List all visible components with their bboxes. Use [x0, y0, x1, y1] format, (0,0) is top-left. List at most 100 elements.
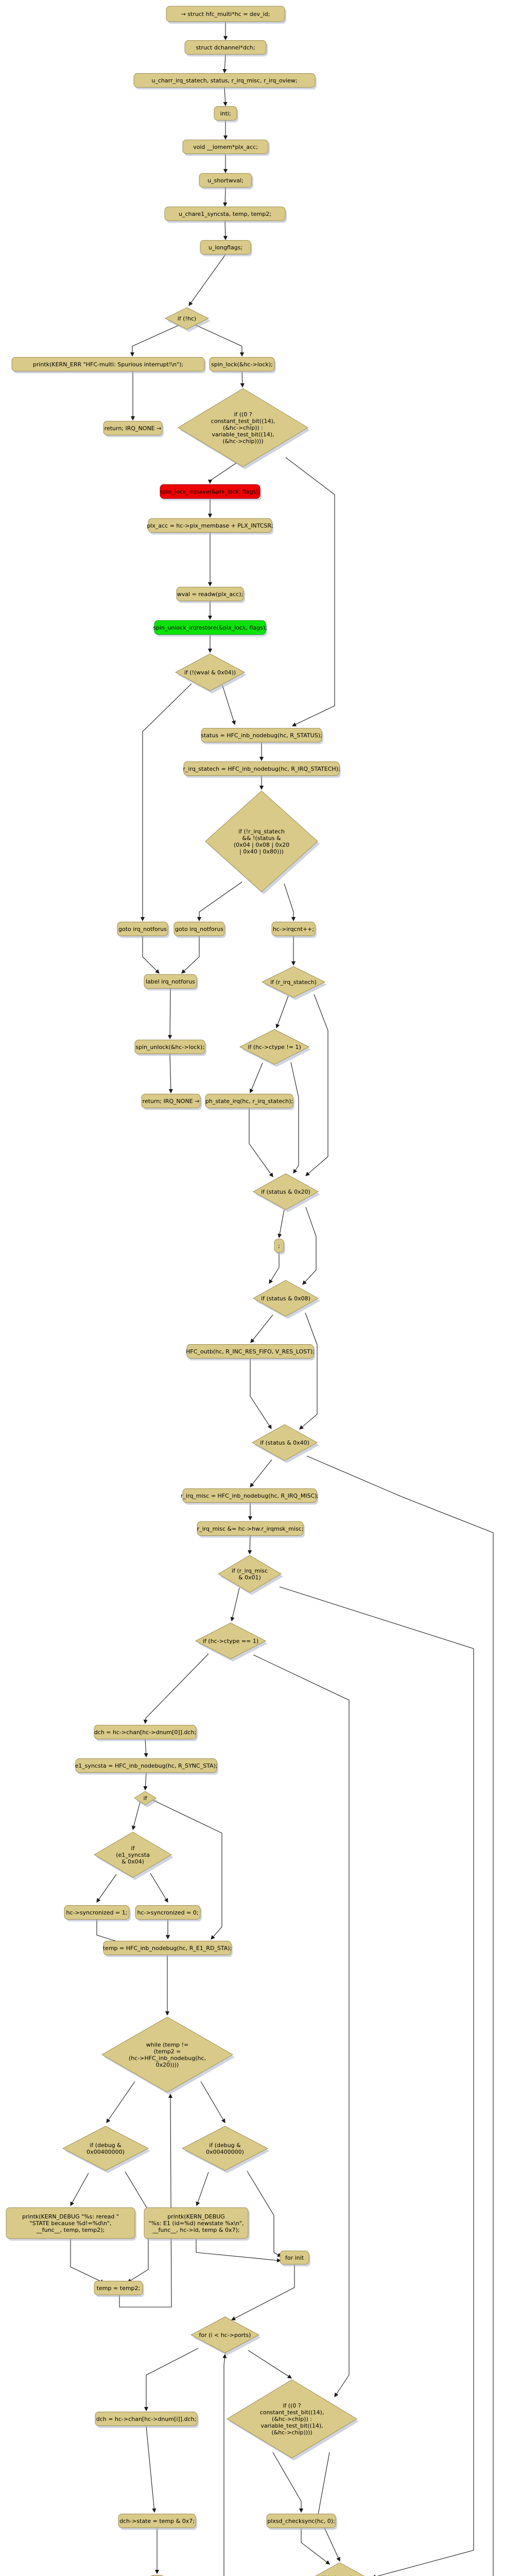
node-hfc-outb: HFC_outb(hc, R_INC_RES_FIFO, V_RES_LOST)…	[186, 1344, 315, 1361]
edge-if-status-40-if-status-80	[306, 1455, 494, 2576]
diamond-shape	[101, 2016, 234, 2093]
node-if-misc-01: if (r_irq_misc& 0x01)	[218, 1555, 283, 1595]
edge-if-e1-syncsta-sync-0	[150, 1873, 168, 1903]
diamond-shape	[178, 388, 308, 467]
diamond-shape	[251, 1424, 318, 1461]
node-label: hc->syncronized = 1;	[66, 1909, 128, 1916]
node-label: r_irq_misc = HFC_inb_nodebug(hc, R_IRQ_M…	[181, 1493, 319, 1499]
node-start: → struct hfc_multi*hc = dev_id;	[166, 6, 286, 24]
edge-if-wval-goto-notforus-1	[140, 683, 192, 922]
node-spin-unlock-1: spin_unlock(&hc->lock);	[134, 1040, 206, 1056]
box-shape	[6, 2207, 135, 2239]
node-test-bit-plxsd-2: if ((0 ?constant_test_bit((14),(&hc->chi…	[227, 2379, 359, 2461]
edge-if-debug-right-printk-newstate	[196, 2172, 209, 2207]
node-label: if	[144, 1795, 148, 1802]
node-test-bit-plxsd-1: if ((0 ?constant_test_bit((14),(&hc->chi…	[178, 388, 310, 469]
box-shape	[141, 1094, 201, 1108]
node-e1-syncsta: e1_syncsta = HFC_inb_nodebug(hc, R_SYNC_…	[75, 1758, 218, 1775]
node-sync-0: hc->syncronized = 0;	[135, 1905, 202, 1922]
box-shape	[94, 2281, 143, 2295]
node-ph-state-irq: ph_state_irq(hc, r_irq_statech);	[205, 1094, 294, 1110]
node-if-e1-syncsta: if(e1_syncsta& 0x04)	[94, 1832, 173, 1880]
box-shape	[205, 1094, 293, 1108]
box-shape	[166, 6, 285, 22]
node-dch-dnum0: dch = hc->chan[hc->dnum[0]].dch;	[94, 1725, 198, 1741]
edge-if-not-hc-spin-lock	[194, 324, 245, 357]
node-plxsd-checksync: plxsd_checksync(hc, 0);	[266, 2514, 337, 2530]
node-if-statech: if (r_irq_statech)	[261, 966, 327, 1000]
node-label: temp = HFC_inb_nodebug(hc, R_E1_RD_STA);	[103, 1945, 232, 1952]
box-shape	[164, 207, 286, 221]
edge-sync-1-read-e1-rd-sta	[96, 1920, 128, 1945]
node-label: void __iomem*plx_acc;	[193, 144, 258, 150]
box-shape	[133, 73, 316, 88]
diamond-shape	[94, 1832, 172, 1878]
node-label: return; IRQ_NONE →	[143, 1098, 200, 1105]
edge-printk-reread-temp-temp2	[70, 2239, 105, 2283]
box-shape	[280, 2250, 309, 2265]
edge-temp-temp2-while-temp	[119, 2093, 173, 2308]
node-if-status-20: if (status & 0x20)	[252, 1173, 320, 1212]
diamond-shape	[252, 1173, 319, 1210]
node-read-irq-misc: r_irq_misc = HFC_inb_nodebug(hc, R_IRQ_M…	[181, 1488, 319, 1505]
edge-if-statech-if-ctype-ne-1	[275, 995, 289, 1029]
edge-decl-dch-decl-uchar	[222, 54, 227, 74]
diamond-shape	[261, 966, 326, 998]
edge-if-ctype-eq-1-dch-dnum0	[143, 1653, 209, 1724]
node-temp-temp2: temp = temp2;	[94, 2281, 144, 2297]
edge-for-ports-dch-dnumi	[144, 2348, 199, 2412]
edge-if-statech-if-status-20	[305, 994, 328, 1176]
node-label: goto irq_notforus	[118, 926, 167, 933]
diamond-shape	[239, 1029, 310, 1065]
node-label: u_shortwval;	[207, 177, 244, 184]
node-label: printk(KERN_DEBUG"%s: E1 (id=%d) newstat…	[149, 2213, 244, 2233]
node-label: plxsd_checksync(hc, 0);	[267, 2518, 335, 2524]
node-read-status: status = HFC_inb_nodebug(hc, R_STATUS);	[201, 728, 323, 744]
node-label: e1_syncsta = HFC_inb_nodebug(hc, R_SYNC_…	[75, 1762, 217, 1769]
node-layer: → struct hfc_multi*hc = dev_id;struct dc…	[6, 6, 364, 2576]
edge-e1-syncsta-if-small	[143, 1772, 148, 1791]
node-label: hc->irqcnt++;	[273, 926, 314, 933]
edge-hfc-outb-if-status-40	[250, 1359, 272, 1430]
node-label: plx_acc = hc->plx_membase + PLX_INTCSR;	[147, 522, 273, 529]
box-shape	[75, 1758, 217, 1773]
box-shape	[103, 1941, 232, 1955]
node-label: u_longflags;	[209, 244, 242, 251]
node-empty-stmt: ;	[274, 1239, 285, 1255]
diamond-shape	[190, 2316, 260, 2353]
node-spin-unlock-irqrestore: spin_unlock_irqrestore(&plx_lock, flags)…	[153, 620, 267, 637]
node-if-status-40: if (status & 0x40)	[251, 1424, 319, 1463]
node-label: if (!hc)	[178, 315, 196, 322]
edge-if-status-20-empty-stmt	[277, 1209, 285, 1239]
edge-if-not-hc-printk-spurious	[130, 324, 181, 357]
edge-if-ctype-ne-1-if-status-20	[290, 1062, 299, 1174]
node-label: label irq_notforus	[146, 978, 195, 985]
node-plx-acc-assign: plx_acc = hc->plx_membase + PLX_INTCSR;	[147, 518, 273, 535]
node-if-ctype-eq-1: if (hc->ctype == 1)	[195, 1622, 268, 1662]
node-dch-state: dch->state = temp & 0x7;	[118, 2514, 197, 2530]
node-label: if (status & 0x40)	[260, 1439, 309, 1446]
node-goto-notforus-2: goto irq_notforus	[173, 922, 226, 938]
edge-while-temp-if-debug-right	[200, 2081, 225, 2124]
box-shape	[118, 2514, 196, 2528]
node-for-ports: for (i < hc->ports)	[190, 2316, 261, 2355]
node-decl-e1: u_chare1_syncsta, temp, temp2;	[164, 207, 287, 223]
box-shape	[64, 1905, 130, 1920]
edge-if-notforus-irqcnt	[284, 883, 296, 922]
box-shape	[201, 728, 322, 742]
node-label: for (i < hc->ports)	[199, 2332, 251, 2338]
node-label: inti;	[220, 110, 231, 117]
node-label: temp = temp2;	[97, 2285, 140, 2292]
box-shape	[197, 1521, 304, 1536]
edge-if-status-08-if-status-40	[299, 1312, 318, 1430]
edge-if-status-40-read-irq-misc	[250, 1459, 272, 1487]
node-mask-irq-misc: r_irq_misc &= hc->hw.r_irqmsk_misc;	[197, 1521, 305, 1538]
node-label: if (debug &0x00400000)	[86, 2142, 125, 2156]
edge-if-status-20-if-status-08	[302, 1207, 317, 1285]
node-label: printk(KERN_DEBUG "%s: reread ""STATE be…	[22, 2213, 119, 2233]
node-label: struct dchannel*dch;	[196, 44, 255, 51]
box-shape	[176, 587, 244, 601]
node-label: hc->syncronized = 0;	[137, 1909, 199, 1916]
diamond-shape	[181, 2126, 269, 2171]
